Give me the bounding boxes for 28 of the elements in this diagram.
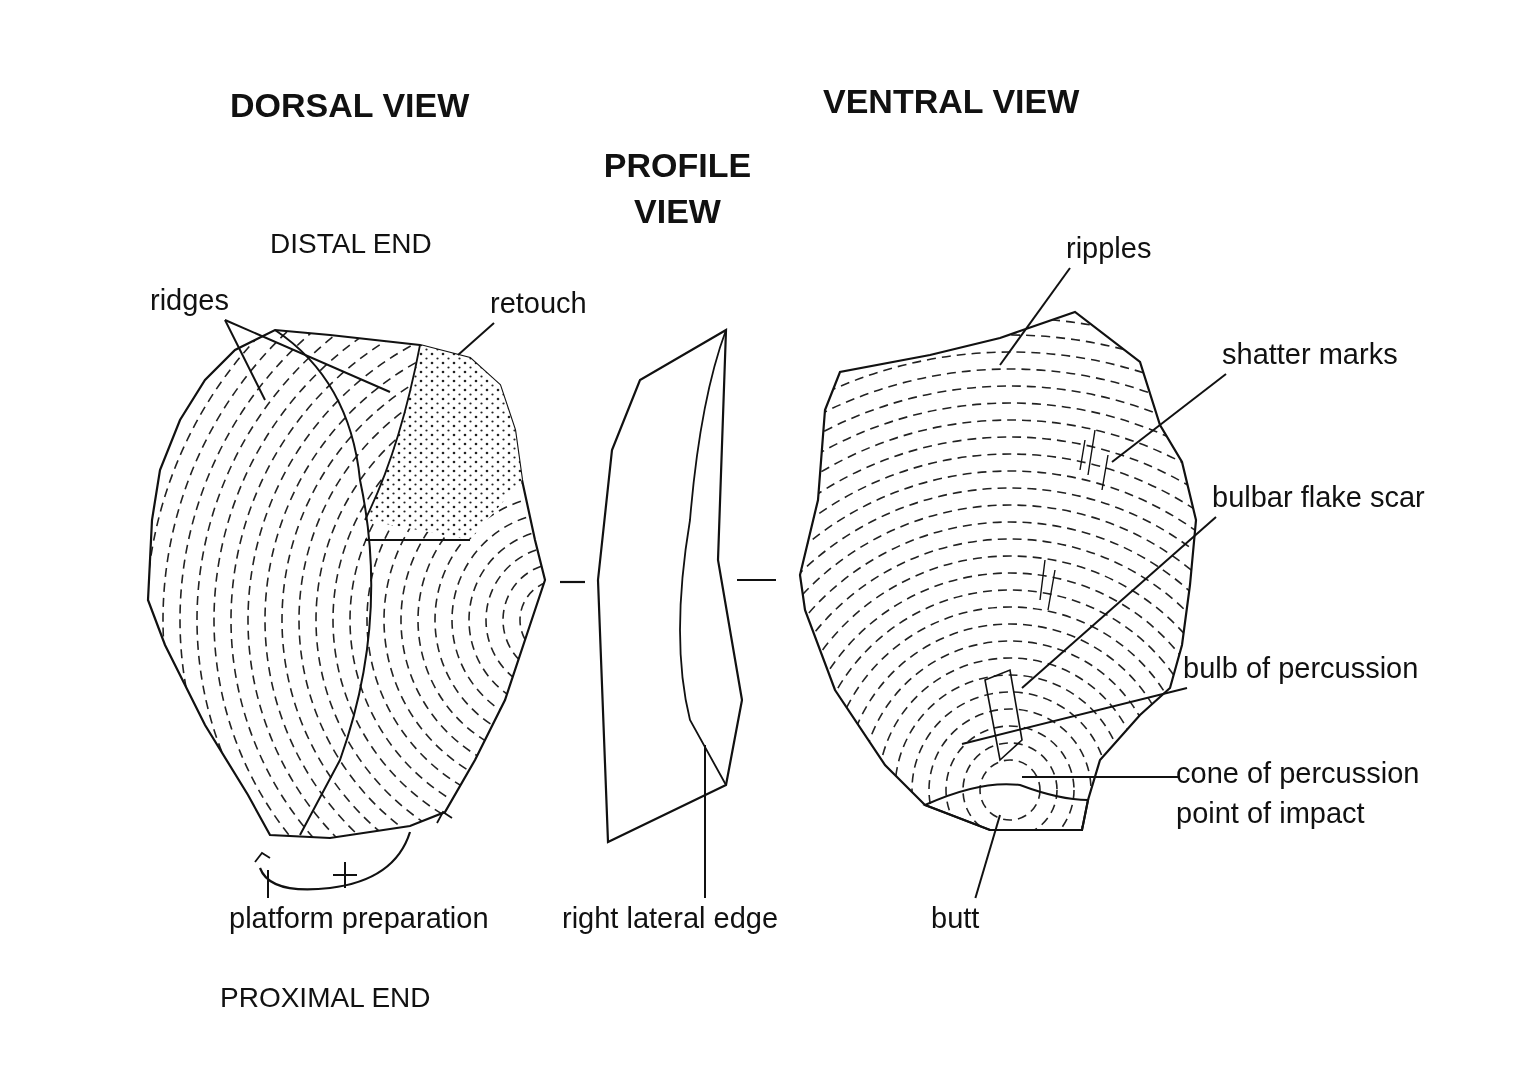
dorsal-flake-drawing	[146, 328, 547, 840]
leader-line	[974, 814, 1001, 899]
view-heading: DORSAL VIEW	[230, 85, 470, 126]
view-heading: PROFILE VIEW	[602, 145, 753, 232]
leader-line	[961, 687, 1188, 745]
part-label: right lateral edge	[562, 901, 779, 936]
leader-line	[267, 869, 269, 899]
end-label: DISTAL END	[270, 227, 432, 261]
leader-line	[1111, 373, 1227, 463]
part-label: bulbar flake scar	[1212, 480, 1425, 515]
leader-line	[224, 319, 266, 401]
leader-line	[1021, 516, 1217, 689]
profile-flake-drawing	[596, 328, 744, 844]
part-label: point of impact	[1176, 796, 1366, 831]
part-label: shatter marks	[1222, 337, 1398, 372]
leader-line	[999, 267, 1071, 366]
leader-line	[224, 319, 391, 393]
part-label: ridges	[150, 283, 229, 318]
leader-line	[704, 744, 706, 899]
part-label: bulb of percussion	[1183, 651, 1419, 686]
view-heading: VENTRAL VIEW	[823, 81, 1080, 122]
part-label: platform preparation	[229, 901, 489, 936]
part-label: cone of percussion	[1176, 756, 1420, 791]
end-label: PROXIMAL END	[220, 981, 431, 1015]
part-label: retouch	[490, 286, 587, 321]
part-label: ripples	[1066, 231, 1152, 266]
part-label: butt	[931, 901, 980, 936]
leader-line	[457, 322, 495, 356]
